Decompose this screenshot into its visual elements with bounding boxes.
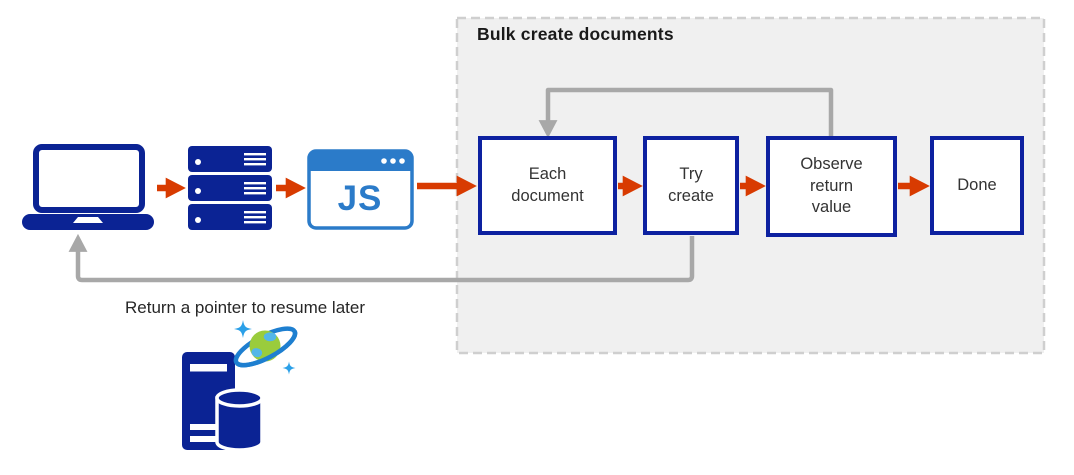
observe-return-value-box [766, 136, 897, 237]
each-document-label: Each document [511, 165, 584, 205]
try-create-box [643, 136, 739, 235]
retry-loop-arrow [538, 87, 834, 139]
sparkle-shape [282, 361, 296, 375]
observe-return-value-label: Observe return value [800, 155, 863, 217]
done-box [930, 136, 1024, 235]
database-cylinder-shape [215, 388, 264, 452]
return-pointer-caption: Return a pointer to resume later [124, 298, 365, 317]
sparkle-shape [234, 320, 252, 338]
return-pointer-arrow [68, 233, 695, 283]
server-stack-icon [188, 146, 272, 230]
planet-with-ring-shape [233, 320, 298, 375]
try-create-label: Try create [668, 165, 714, 205]
each-document-box [478, 136, 617, 235]
done-label: Done [957, 175, 997, 194]
cosmos-db-icon [182, 320, 298, 452]
js-badge-label: JS [337, 179, 383, 218]
region-title: Bulk create documents [477, 24, 674, 44]
server-unit [188, 175, 272, 201]
server-unit [188, 204, 272, 230]
javascript-window-icon [307, 149, 414, 230]
laptop-icon [22, 144, 154, 230]
server-unit [188, 146, 272, 172]
